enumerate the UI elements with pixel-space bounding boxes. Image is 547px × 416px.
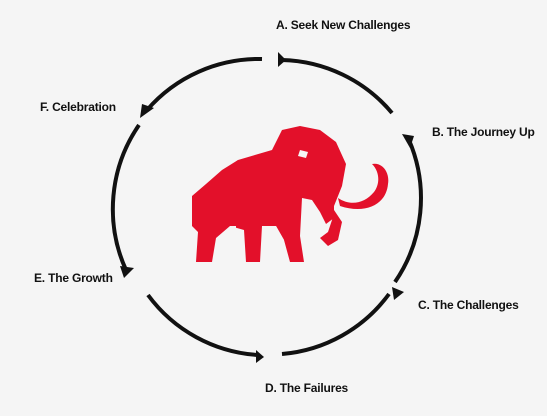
arc-d-e [146,293,259,357]
arrowhead-a [278,52,286,67]
step-label-e: E. The Growth [34,271,113,285]
arrowhead-c [392,287,404,300]
arrowhead-f [140,104,154,118]
mammoth-icon [192,126,389,262]
step-label-b: B. The Journey Up [432,125,535,139]
step-label-f: F. Celebration [40,100,116,114]
step-label-a: A. Seek New Challenges [276,18,411,32]
arrowhead-b [402,134,414,148]
arc-c-d [281,292,391,356]
step-label-d: D. The Failures [265,381,349,395]
arc-a-b [281,58,394,115]
arrowhead-e [120,266,134,278]
step-label-c: C. The Challenges [418,298,519,312]
arrowhead-d [256,350,264,363]
arc-b-c [393,139,423,284]
arc-e-f [110,123,141,271]
arc-f-a [145,56,263,112]
